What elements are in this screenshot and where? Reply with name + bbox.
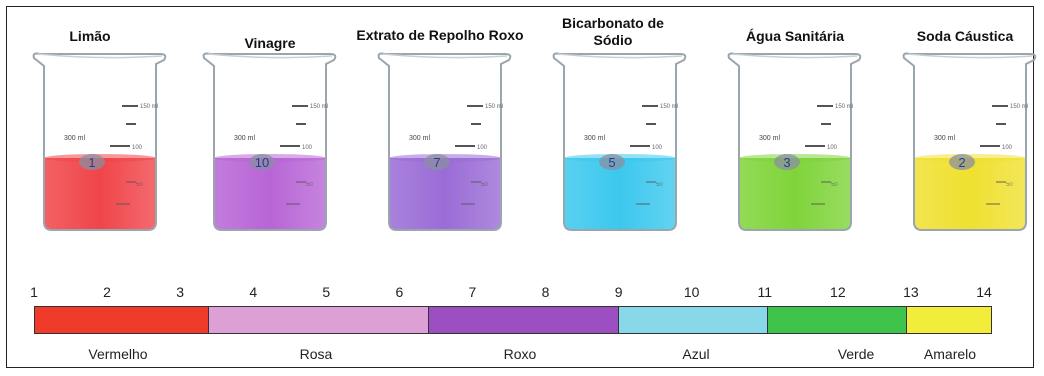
scale-number: 9 xyxy=(614,284,623,300)
scale-number: 4 xyxy=(249,284,258,300)
ph-value: 10 xyxy=(255,155,269,170)
beaker-glass xyxy=(902,52,1037,231)
marking-top: 150 ml xyxy=(140,104,158,110)
scale-color-name: Vermelho xyxy=(88,346,148,362)
marking-top: 150 ml xyxy=(660,104,678,110)
scale-number: 2 xyxy=(103,284,111,300)
scale-segment xyxy=(34,306,210,334)
ph-bubble xyxy=(424,154,450,170)
scale-number: 8 xyxy=(541,284,550,300)
scale-color-name: Amarelo xyxy=(923,346,977,362)
marking-mid: 100 xyxy=(827,145,838,151)
ph-value: 5 xyxy=(608,155,615,170)
scale-number: 5 xyxy=(322,284,331,300)
marking-low: 50 xyxy=(136,182,143,188)
marking-low: 50 xyxy=(306,182,313,188)
marking-mid: 100 xyxy=(652,145,663,151)
beaker: 150 ml 300 ml 100 50 2 xyxy=(900,46,1040,236)
beaker-label-vinagre: Vinagre xyxy=(244,35,296,51)
marking-low: 50 xyxy=(1006,182,1013,188)
scale-segment xyxy=(209,306,429,334)
beaker-label-agua-sanitaria: Água Sanitária xyxy=(745,28,845,44)
beaker: 150 ml 300 ml 100 50 5 xyxy=(550,46,690,236)
ph-bubble xyxy=(599,154,625,170)
marking-volume: 300 ml xyxy=(759,135,780,142)
scale-color-name: Roxo xyxy=(503,346,537,362)
beaker-glass xyxy=(202,52,337,231)
beaker-label-bicarbonato: Bicarbonato de Sódio xyxy=(562,15,664,48)
beaker-glass xyxy=(727,52,862,231)
scale-number: 1 xyxy=(30,284,38,300)
ph-bubble xyxy=(79,154,105,170)
scale-color-name: Rosa xyxy=(299,346,333,362)
scale-color-name: Verde xyxy=(837,346,875,362)
beaker: 150 ml 300 ml 100 50 3 xyxy=(725,46,865,236)
marking-top: 150 ml xyxy=(1010,104,1028,110)
scale-number: 12 xyxy=(830,284,846,300)
scale-number: 6 xyxy=(395,284,404,300)
scale-number: 11 xyxy=(757,284,773,300)
ph-value: 3 xyxy=(783,155,790,170)
ph-color-scale xyxy=(34,306,992,334)
scale-color-name: Azul xyxy=(682,346,710,362)
marking-mid: 100 xyxy=(302,145,313,151)
liquid xyxy=(389,158,501,230)
marking-top: 150 ml xyxy=(485,104,503,110)
marking-volume: 300 ml xyxy=(234,135,255,142)
beaker-glass xyxy=(377,52,512,231)
scale-segment xyxy=(428,306,619,334)
beaker-glass xyxy=(552,52,687,231)
marking-top: 150 ml xyxy=(835,104,853,110)
marking-volume: 300 ml xyxy=(934,135,955,142)
scale-segment xyxy=(618,306,769,334)
ph-value: 7 xyxy=(433,155,440,170)
beaker-label-limao: Limão xyxy=(69,28,111,44)
scale-number: 10 xyxy=(683,284,700,300)
scale-number: 7 xyxy=(468,284,477,300)
ph-bubble xyxy=(249,154,275,170)
marking-mid: 100 xyxy=(132,145,143,151)
beaker: 150 ml 300 ml 100 50 1 xyxy=(30,46,170,236)
marking-mid: 100 xyxy=(1002,145,1013,151)
beaker-label-soda: Soda Cáustica xyxy=(916,28,1014,44)
marking-mid: 100 xyxy=(477,145,488,151)
marking-low: 50 xyxy=(656,182,663,188)
liquid xyxy=(44,158,156,230)
liquid xyxy=(214,158,326,230)
marking-top: 150 ml xyxy=(310,104,328,110)
ph-bubble xyxy=(949,154,975,170)
liquid xyxy=(914,158,1026,230)
marking-volume: 300 ml xyxy=(409,135,430,142)
ph-value: 2 xyxy=(958,155,965,170)
liquid xyxy=(564,158,676,230)
beaker: 150 ml 300 ml 100 50 7 xyxy=(375,46,515,236)
ph-bubble xyxy=(774,154,800,170)
marking-volume: 300 ml xyxy=(64,135,85,142)
beaker: 150 ml 300 ml 100 50 10 xyxy=(200,46,340,236)
scale-segment xyxy=(768,306,908,334)
liquid xyxy=(739,158,851,230)
scale-segment xyxy=(907,306,992,334)
marking-low: 50 xyxy=(481,182,488,188)
scale-number: 3 xyxy=(176,284,185,300)
scale-number: 14 xyxy=(976,284,992,300)
beaker-label-repolho: Extrato de Repolho Roxo xyxy=(356,27,524,43)
marking-volume: 300 ml xyxy=(584,135,605,142)
beaker-glass xyxy=(32,52,167,231)
marking-low: 50 xyxy=(831,182,838,188)
ph-value: 1 xyxy=(88,155,95,170)
scale-number: 13 xyxy=(903,284,919,300)
